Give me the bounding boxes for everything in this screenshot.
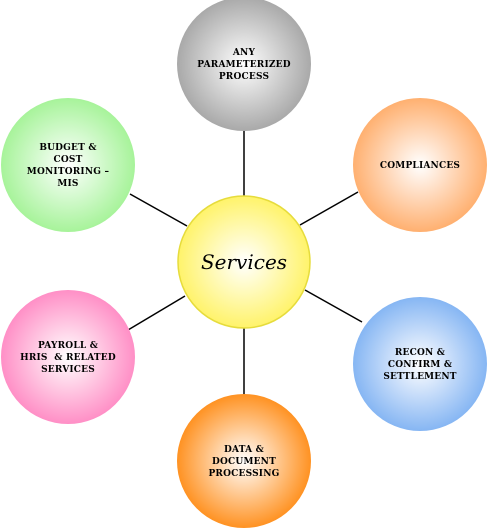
node-label: BUDGET & COST MONITORING – MIS [27, 143, 110, 189]
node-label: ANY PARAMETERIZED PROCESS [197, 48, 290, 82]
node-label-line: MONITORING – [27, 167, 110, 177]
connector-line-payroll-hris-related-services [127, 295, 186, 331]
node-circle [177, 394, 311, 528]
connector-line-recon-confirm-settlement [304, 289, 363, 323]
node-compliances: COMPLIANCES [353, 98, 487, 232]
node-label-line: CONFIRM & [388, 360, 452, 370]
center-circle [177, 195, 311, 329]
node-data-document-processing: DATA & DOCUMENT PROCESSING [177, 394, 311, 528]
center-node: Services [177, 195, 311, 329]
node-label-line: MIS [57, 179, 78, 189]
node-any-parameterized-process: ANY PARAMETERIZED PROCESS [177, 0, 311, 131]
center-label: Services [201, 250, 287, 274]
node-label: COMPLIANCES [380, 161, 460, 171]
node-budget-cost-monitoring-mis: BUDGET & COST MONITORING – MIS [1, 98, 135, 232]
node-circle [353, 98, 487, 232]
node-label-line: PROCESS [219, 72, 269, 82]
node-label: PAYROLL & HRIS & RELATED SERVICES [20, 341, 116, 375]
node-label-line: DOCUMENT [212, 457, 276, 467]
node-label-line: SERVICES [41, 365, 95, 375]
node-label-line: BUDGET & [39, 143, 96, 153]
node-circle [177, 0, 311, 131]
node-label: DATA & DOCUMENT PROCESSING [208, 445, 279, 479]
node-label-line: SETTLEMENT [383, 372, 456, 382]
node-label-line: RECON & [395, 348, 445, 358]
node-label-line: ANY [232, 48, 256, 58]
node-label: RECON & CONFIRM & SETTLEMENT [383, 348, 456, 382]
node-label-line: PROCESSING [208, 469, 279, 479]
connector-line-budget-cost-monitoring-mis [129, 193, 188, 227]
node-label-line: COMPLIANCES [380, 161, 460, 171]
connector-line-compliances [299, 191, 359, 226]
connector-lines [127, 128, 363, 395]
node-circle [1, 290, 135, 424]
node-recon-confirm-settlement: RECON & CONFIRM & SETTLEMENT [353, 297, 487, 431]
node-label-line: PAYROLL & [38, 341, 98, 351]
node-circle [1, 98, 135, 232]
node-label-line: PARAMETERIZED [197, 60, 290, 70]
node-circle [353, 297, 487, 431]
node-payroll-hris-related-services: PAYROLL & HRIS & RELATED SERVICES [1, 290, 135, 424]
node-label-line: DATA & [224, 445, 264, 455]
node-label-line: COST [54, 155, 83, 165]
node-label-line: HRIS & RELATED [20, 353, 116, 363]
